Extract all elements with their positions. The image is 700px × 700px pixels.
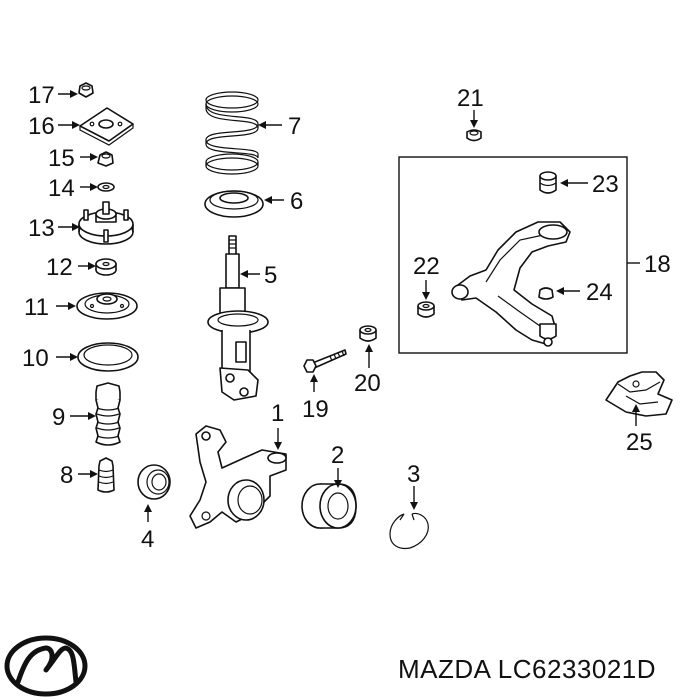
callout-20: 20 xyxy=(354,370,381,397)
part-25-bracket xyxy=(605,371,673,417)
part-7-coil-spring xyxy=(205,91,259,175)
part-13-upper-mount xyxy=(78,201,134,245)
leader-lines xyxy=(56,90,640,522)
part-2-wheel-bearing xyxy=(301,483,357,529)
part-23-bushing xyxy=(539,171,557,194)
callout-24: 24 xyxy=(586,279,613,306)
callout-18: 18 xyxy=(644,251,671,278)
part-17-nut xyxy=(78,82,94,98)
part-20-bushing xyxy=(359,325,377,342)
part-1-knuckle xyxy=(189,425,287,529)
part-18-lower-arm xyxy=(451,221,571,347)
callout-4: 4 xyxy=(141,526,154,553)
callout-17: 17 xyxy=(28,82,55,109)
callout-11: 11 xyxy=(24,294,49,321)
part-22-bushing xyxy=(417,301,435,318)
callout-5: 5 xyxy=(264,262,277,289)
part-3-snap-ring xyxy=(389,512,429,550)
callout-14: 14 xyxy=(48,175,75,202)
part-24-ball-joint-boot xyxy=(538,287,554,300)
part-9-boot xyxy=(95,382,121,446)
assembly-18-frame xyxy=(398,156,628,354)
callout-7: 7 xyxy=(288,113,301,140)
callout-15: 15 xyxy=(48,145,75,172)
callout-12: 12 xyxy=(46,254,73,281)
part-10-insulator xyxy=(77,342,139,372)
callout-16: 16 xyxy=(28,113,55,140)
callout-3: 3 xyxy=(407,461,420,488)
callout-1: 1 xyxy=(271,400,284,427)
part-6-spring-seat xyxy=(204,190,264,218)
callout-labels: 17 16 15 14 13 12 11 10 9 8 7 6 5 4 1 2 … xyxy=(22,82,671,553)
part-number-caption: MAZDA LC6233021D xyxy=(398,654,656,684)
callout-19: 19 xyxy=(302,396,329,423)
part-11-spring-seat xyxy=(76,292,138,320)
part-5-strut xyxy=(207,235,269,401)
part-15-nut xyxy=(97,151,114,167)
callout-23: 23 xyxy=(592,171,619,198)
part-21-nut xyxy=(466,129,482,142)
callout-8: 8 xyxy=(60,462,73,489)
mazda-logo xyxy=(4,635,88,697)
part-19-bolt xyxy=(303,349,347,373)
callout-2: 2 xyxy=(331,442,344,469)
part-16-mount-plate xyxy=(79,107,134,146)
part-8-bump-stopper xyxy=(97,457,115,493)
part-12-bushing xyxy=(95,258,117,276)
callout-22: 22 xyxy=(413,253,440,280)
part-4-dust-seal xyxy=(137,464,171,500)
callout-25: 25 xyxy=(626,429,653,456)
callout-9: 9 xyxy=(52,404,65,431)
callout-13: 13 xyxy=(28,215,55,242)
callout-21: 21 xyxy=(457,85,484,112)
part-14-washer xyxy=(97,182,115,192)
callout-10: 10 xyxy=(22,345,49,372)
callout-6: 6 xyxy=(290,188,303,215)
